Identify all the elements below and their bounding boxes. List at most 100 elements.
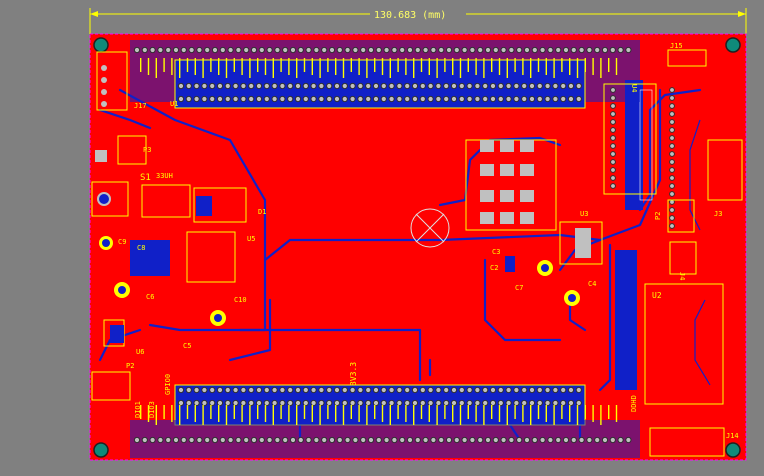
pad bbox=[539, 436, 546, 444]
bottom-header-connector[interactable] bbox=[130, 384, 640, 458]
c4-label: C4 bbox=[588, 280, 596, 288]
pad bbox=[560, 399, 567, 407]
pad bbox=[669, 207, 675, 213]
pad bbox=[544, 95, 551, 103]
pad bbox=[318, 82, 325, 90]
pad bbox=[617, 436, 624, 444]
pad bbox=[388, 399, 395, 407]
silk-mark bbox=[506, 58, 508, 78]
pad bbox=[435, 386, 442, 394]
bottom-pad-row-3 bbox=[133, 436, 632, 444]
pad bbox=[562, 46, 570, 54]
pad bbox=[567, 82, 575, 90]
pad bbox=[255, 399, 263, 407]
silk-mark bbox=[249, 58, 251, 78]
pad bbox=[271, 95, 278, 103]
pad bbox=[149, 46, 156, 54]
pad bbox=[610, 95, 616, 101]
pad bbox=[318, 399, 325, 407]
pad bbox=[575, 399, 582, 407]
pad bbox=[399, 46, 406, 54]
left-power-section[interactable]: J17 P3 S1 33UH D1 C9 C8 U5 C6 C10 U6 C5 … bbox=[91, 51, 266, 418]
pad bbox=[372, 82, 380, 90]
u1-label: U1 bbox=[170, 100, 178, 108]
pad bbox=[482, 82, 489, 90]
pad bbox=[578, 46, 585, 54]
silk-mark bbox=[608, 405, 610, 419]
silk-mark bbox=[194, 58, 196, 75]
silk-mark bbox=[288, 405, 290, 422]
pad bbox=[669, 87, 675, 93]
pad bbox=[255, 386, 263, 394]
pad bbox=[365, 386, 372, 394]
u3-regulator[interactable]: U3 C3 C2 C7 C4 bbox=[490, 210, 603, 306]
pad bbox=[404, 399, 411, 407]
pad bbox=[461, 46, 468, 54]
p2-left-label: P2 bbox=[126, 362, 134, 370]
pad bbox=[263, 95, 270, 103]
pad bbox=[489, 95, 497, 103]
pad bbox=[193, 95, 200, 103]
silk-mark bbox=[366, 58, 368, 78]
pad bbox=[528, 82, 536, 90]
pad bbox=[336, 46, 343, 54]
pad bbox=[287, 95, 294, 103]
pad bbox=[372, 399, 380, 407]
pad bbox=[544, 82, 551, 90]
pad bbox=[570, 46, 577, 54]
pad bbox=[497, 399, 504, 407]
smd-component-bank[interactable] bbox=[465, 139, 557, 231]
pad bbox=[445, 436, 453, 444]
pad bbox=[294, 82, 302, 90]
pad bbox=[289, 436, 297, 444]
pad bbox=[248, 386, 255, 394]
silk-mark bbox=[280, 58, 282, 72]
pad bbox=[610, 175, 616, 181]
dio3-label: DIO3 bbox=[148, 401, 156, 418]
pad bbox=[172, 436, 180, 444]
silk-mark bbox=[225, 405, 228, 425]
u2-label: U2 bbox=[652, 291, 662, 300]
silk-mark bbox=[475, 405, 477, 422]
silk-mark bbox=[163, 405, 165, 419]
silk-mark bbox=[311, 58, 313, 75]
pad bbox=[435, 95, 442, 103]
pad bbox=[287, 82, 294, 90]
c5-label: C5 bbox=[183, 342, 191, 350]
pad bbox=[539, 46, 546, 54]
pad bbox=[625, 46, 632, 54]
pad bbox=[172, 46, 180, 54]
pad bbox=[349, 386, 356, 394]
pad bbox=[209, 95, 216, 103]
pad bbox=[240, 95, 247, 103]
pad bbox=[419, 95, 426, 103]
pad bbox=[438, 46, 445, 54]
pad bbox=[375, 436, 382, 444]
center-target-hole bbox=[410, 208, 450, 248]
board-width-dimension: 130.683 (mm) bbox=[89, 8, 747, 34]
pad bbox=[586, 46, 593, 54]
p2-right-label: P2 bbox=[654, 212, 662, 220]
pad bbox=[552, 95, 559, 103]
pad bbox=[396, 399, 403, 407]
right-connectors[interactable]: J15 U4 P2 J3 J4 U2 J14 DDHD bbox=[603, 42, 743, 457]
pad bbox=[177, 82, 185, 90]
dio1-label: DIO1 bbox=[134, 401, 142, 418]
pad bbox=[227, 436, 234, 444]
pad bbox=[435, 82, 442, 90]
silk-mark bbox=[452, 58, 454, 75]
pad bbox=[258, 46, 265, 54]
pad bbox=[443, 386, 450, 394]
pad bbox=[266, 436, 273, 444]
pad bbox=[341, 399, 348, 407]
pad bbox=[279, 82, 286, 90]
pad bbox=[610, 127, 616, 133]
pad bbox=[458, 386, 465, 394]
silk-mark bbox=[592, 405, 594, 422]
pad bbox=[204, 436, 211, 444]
pad bbox=[372, 95, 380, 103]
pad bbox=[193, 399, 200, 407]
pad bbox=[224, 95, 231, 103]
pad bbox=[349, 82, 356, 90]
